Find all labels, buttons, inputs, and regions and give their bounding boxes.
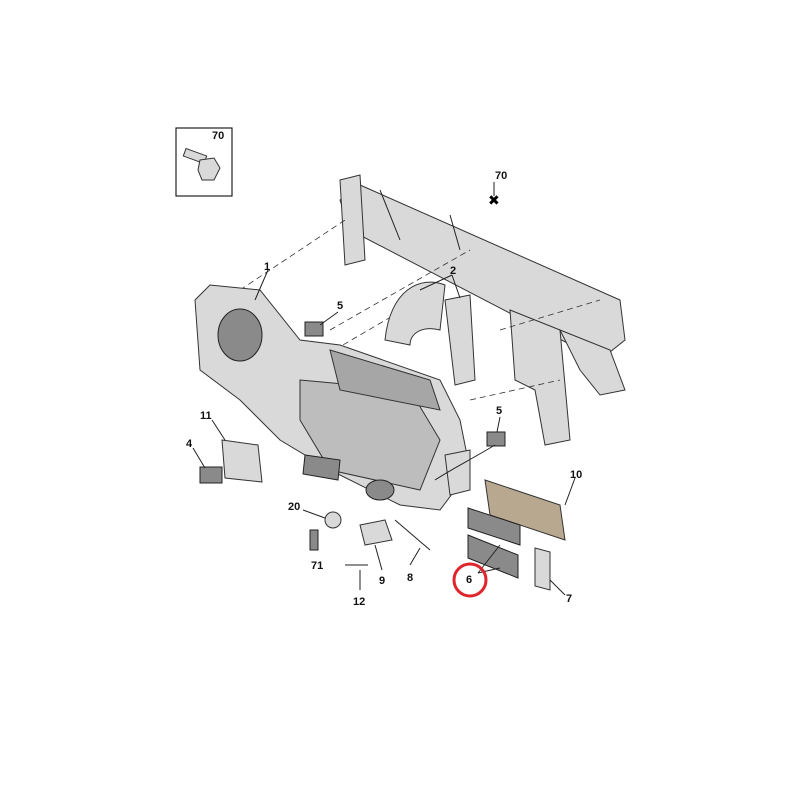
- label-1: 1: [264, 261, 270, 273]
- heater-core: [484, 479, 566, 541]
- bracket: [534, 547, 551, 591]
- actuator-right: [486, 431, 506, 447]
- bolt-inset-box: 70: [175, 127, 233, 197]
- hvac-housing: [194, 284, 471, 511]
- label-4: 4: [186, 438, 193, 450]
- label-10: 10: [570, 469, 582, 481]
- label-5-top: 5: [337, 300, 343, 312]
- label-71: 71: [311, 560, 323, 572]
- actuator-top: [304, 321, 324, 337]
- temperature-sensor: [199, 466, 223, 484]
- cabin-filters: [467, 507, 521, 579]
- fastener: [324, 511, 342, 529]
- label-12: 12: [353, 596, 365, 608]
- expansion-valve: [359, 519, 393, 546]
- crossbeam: [339, 174, 626, 446]
- bolt-position-marker-icon: ✖: [488, 193, 500, 209]
- label-70-inset: 70: [212, 130, 224, 142]
- label-7: 7: [566, 593, 572, 605]
- label-20: 20: [288, 501, 300, 513]
- label-9: 9: [379, 575, 385, 587]
- label-5-right: 5: [496, 405, 502, 417]
- pipe: [394, 519, 431, 551]
- air-ducts: [384, 281, 476, 496]
- screw: [309, 529, 319, 551]
- blower-resistor: [221, 439, 263, 483]
- label-6: 6: [466, 574, 472, 586]
- bolt-icon: [182, 147, 221, 181]
- label-70-crossbeam: 70: [495, 170, 507, 182]
- highlight-circle: [452, 562, 488, 598]
- label-11: 11: [200, 410, 212, 422]
- label-8: 8: [407, 572, 413, 584]
- label-2: 2: [450, 265, 456, 277]
